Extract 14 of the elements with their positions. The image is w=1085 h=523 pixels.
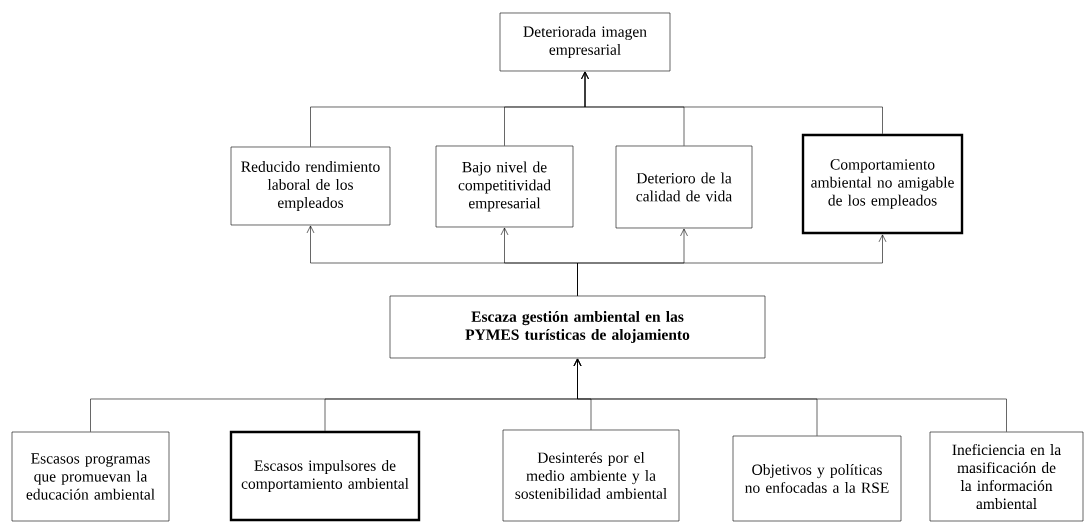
text-box: Bajo nivel de competitividad empresarial: [435, 145, 574, 228]
arrow: [581, 71, 883, 135]
text-box: Escaza gestión ambiental en las PYMES turísticas de alojamiento: [389, 295, 766, 359]
text-box: Escasos programas que promuevan la educación ambiental: [11, 431, 170, 522]
text-box: Escasos impulsores de comportamiento ambiental: [229, 430, 421, 522]
text-box: Deterioro de la calidad de vida: [615, 145, 753, 229]
text-box: Reducido rendimiento laboral de los empleados: [230, 146, 391, 226]
arrow: [577, 234, 887, 296]
text-box: Desinterés por el medio ambiente y la sostenibilidad ambiental: [502, 429, 680, 522]
text-box: Objetivos y políticas no enfocadas a la RSE: [732, 435, 902, 522]
arrow: [573, 358, 1007, 432]
text-box: Comportamiento ambiental no amigable de los empleados: [801, 133, 964, 235]
text-box: Deteriorada imagen empresarial: [499, 12, 671, 72]
text-box: Ineficiencia en la masificación de la información ambiental: [929, 431, 1084, 522]
